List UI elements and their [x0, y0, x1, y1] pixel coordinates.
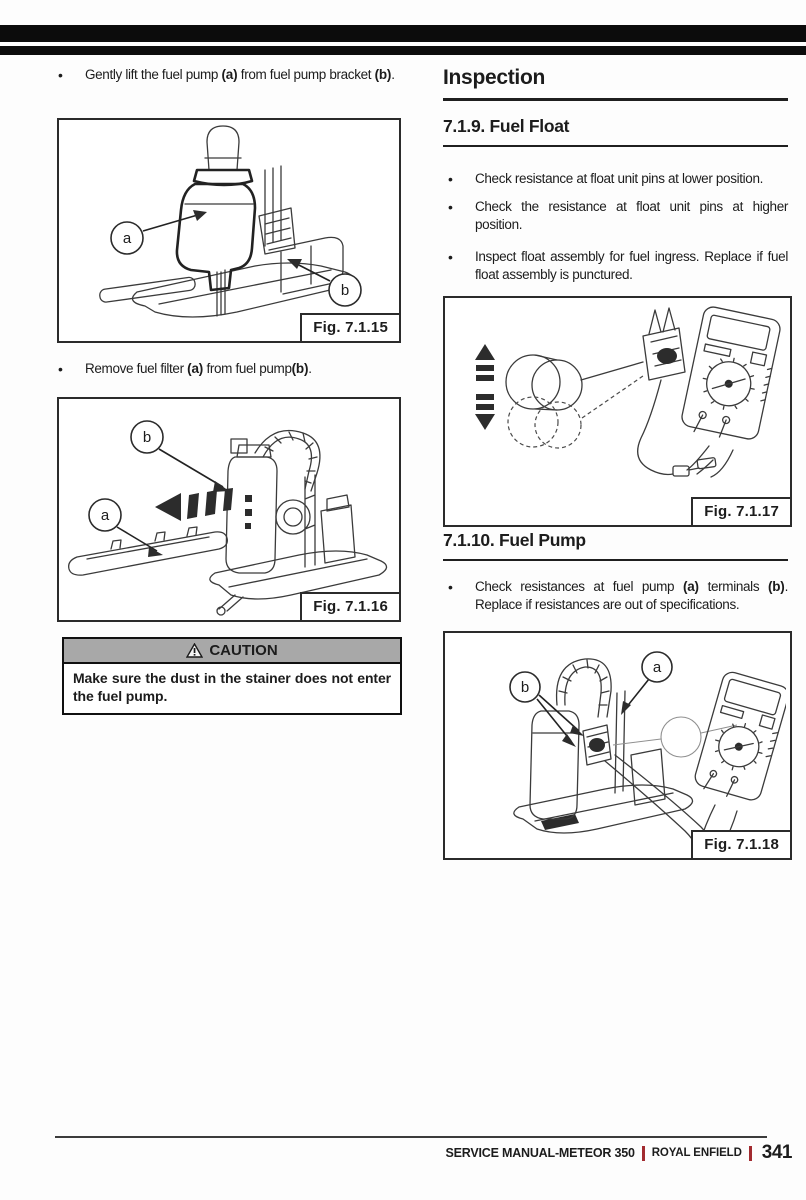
step-remove-filter-text: Remove fuel filter (a) from fuel pump(b)… [85, 361, 312, 376]
caution-text: Make sure the dust in the stainer does n… [73, 670, 391, 705]
figure-7-1-17: Fig. 7.1.17 [443, 296, 792, 527]
multimeter [681, 306, 781, 440]
callout-b: b [287, 259, 362, 307]
figure-caption: Fig. 7.1.16 [300, 592, 401, 622]
up-arrow-icon [475, 344, 495, 381]
bullet-marker: • [448, 171, 453, 187]
footer-separator [641, 1145, 645, 1161]
caution-box: CAUTION Make sure the dust in the staine… [62, 637, 402, 716]
fuel-pump-test-diagram: a b [509, 651, 786, 850]
figure-caption: Fig. 7.1.18 [691, 830, 792, 860]
caution-title: CAUTION [209, 642, 278, 659]
page-number: 341 [761, 1142, 793, 1163]
section-title-inspection: Inspection [443, 66, 788, 101]
down-arrow-icon [475, 394, 495, 430]
footer-separator [748, 1145, 752, 1161]
callout-a: a [88, 498, 163, 557]
fuel-float-bullet-3: • Inspect float assembly for fuel ingres… [448, 249, 788, 283]
fuel-pump-bullet-text: Check resistances at fuel pump (a) termi… [475, 579, 789, 613]
figure-7-1-18: a b Fig. 7.1.18 [443, 631, 792, 860]
caution-header: CAUTION [64, 639, 400, 664]
fuel-pump-bracket-diagram: a b [99, 125, 362, 318]
figure-7-1-15: a b Fig. 7.1.15 [57, 118, 401, 343]
footer-brand: ROYAL ENFIELD [651, 1147, 742, 1159]
svg-text:a: a [101, 507, 110, 524]
callout-a: a [621, 651, 673, 715]
callout-b: b [509, 671, 584, 747]
svg-text:b: b [143, 429, 151, 446]
footer: SERVICE MANUAL-METEOR 350 ROYAL ENFIELD … [445, 1142, 792, 1164]
bullet-marker: • [448, 579, 453, 595]
step-lift-pump-text: Gently lift the fuel pump (a) from fuel … [85, 67, 395, 82]
fuel-float-bullet-1: • Check resistance at float unit pins at… [448, 171, 764, 187]
footer-rule [55, 1136, 767, 1138]
multimeter [694, 671, 786, 801]
bullet-marker: • [58, 67, 63, 83]
bullet-marker: • [58, 361, 63, 377]
warning-triangle-icon [186, 643, 204, 658]
figure-caption: Fig. 7.1.17 [691, 497, 792, 527]
step-remove-filter: • Remove fuel filter (a) from fuel pump(… [58, 360, 400, 378]
fuel-float-bullet-2: • Check the resistance at float unit pin… [448, 199, 788, 233]
top-rule-thick [0, 25, 806, 42]
fuel-filter-removal-diagram: b a [68, 420, 388, 616]
svg-text:b: b [521, 679, 529, 696]
fuel-float-test-diagram [475, 306, 781, 478]
fuel-pump-bullet: • Check resistances at fuel pump (a) ter… [448, 578, 788, 614]
svg-text:b: b [341, 282, 349, 299]
figure-caption: Fig. 7.1.15 [300, 313, 401, 343]
heading-fuel-pump: 7.1.10. Fuel Pump [443, 530, 788, 561]
top-rule-thin [0, 46, 806, 55]
callout-b: b [130, 420, 229, 492]
callout-a: a [110, 210, 207, 255]
svg-text:a: a [653, 659, 662, 676]
step-lift-pump: • Gently lift the fuel pump (a) from fue… [58, 66, 400, 84]
svg-text:a: a [123, 230, 132, 247]
heading-fuel-float: 7.1.9. Fuel Float [443, 116, 788, 147]
figure-7-1-16: b a Fig. 7.1.16 [57, 397, 401, 622]
bullet-marker: • [448, 199, 453, 215]
bullet-marker: • [448, 249, 453, 265]
footer-manual-title: SERVICE MANUAL-METEOR 350 [445, 1146, 635, 1160]
